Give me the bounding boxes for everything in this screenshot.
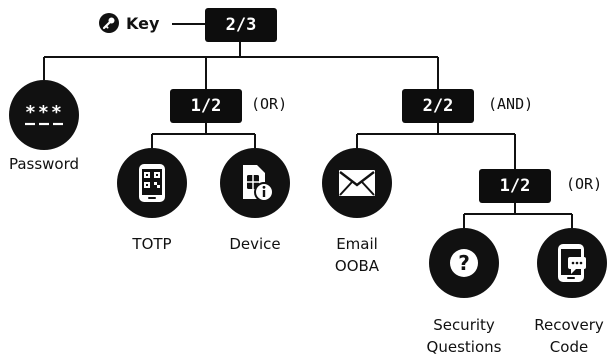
question-mark-icon: ? — [450, 249, 478, 277]
totp-label: TOTP — [132, 235, 172, 253]
password-asterisks-icon: *** — [25, 102, 63, 126]
email-label-line1: Email — [336, 235, 378, 253]
root-threshold-box: 2/3 — [205, 8, 277, 42]
security-label: Security Questions — [419, 314, 509, 358]
svg-text:?: ? — [458, 251, 470, 275]
group-a-threshold-box: 1/2 — [170, 89, 242, 123]
password-node: *** — [9, 80, 79, 150]
phone-chat-icon — [558, 244, 586, 282]
key-label: Key — [126, 13, 160, 33]
password-label: Password — [8, 155, 80, 173]
group-b-threshold-box: 2/2 — [402, 89, 474, 123]
group-c-mode: (OR) — [566, 175, 603, 193]
recovery-code-node — [537, 228, 607, 298]
recovery-label-line2: Code — [549, 338, 589, 356]
svg-text:*: * — [25, 102, 36, 123]
svg-text:*: * — [51, 102, 62, 123]
envelope-icon — [339, 170, 375, 196]
security-label-line2: Questions — [426, 338, 502, 356]
svg-text:*: * — [38, 102, 49, 123]
sim-card-info-icon — [243, 165, 274, 202]
device-label: Device — [229, 235, 281, 253]
group-b-mode: (AND) — [488, 95, 534, 113]
key-legend: Key — [98, 12, 159, 34]
phone-qr-icon — [139, 164, 165, 202]
email-label-line2: OOBA — [334, 257, 380, 275]
security-questions-node: ? — [429, 228, 499, 298]
email-label: Email OOBA — [317, 233, 397, 277]
recovery-label-line1: Recovery — [534, 316, 604, 334]
group-a-mode: (OR) — [251, 95, 288, 113]
group-c-threshold-box: 1/2 — [479, 169, 551, 203]
totp-node — [117, 148, 187, 218]
recovery-label: Recovery Code — [527, 314, 611, 358]
email-node — [322, 148, 392, 218]
security-label-line1: Security — [433, 316, 495, 334]
key-icon — [99, 13, 119, 33]
device-node — [220, 148, 290, 218]
